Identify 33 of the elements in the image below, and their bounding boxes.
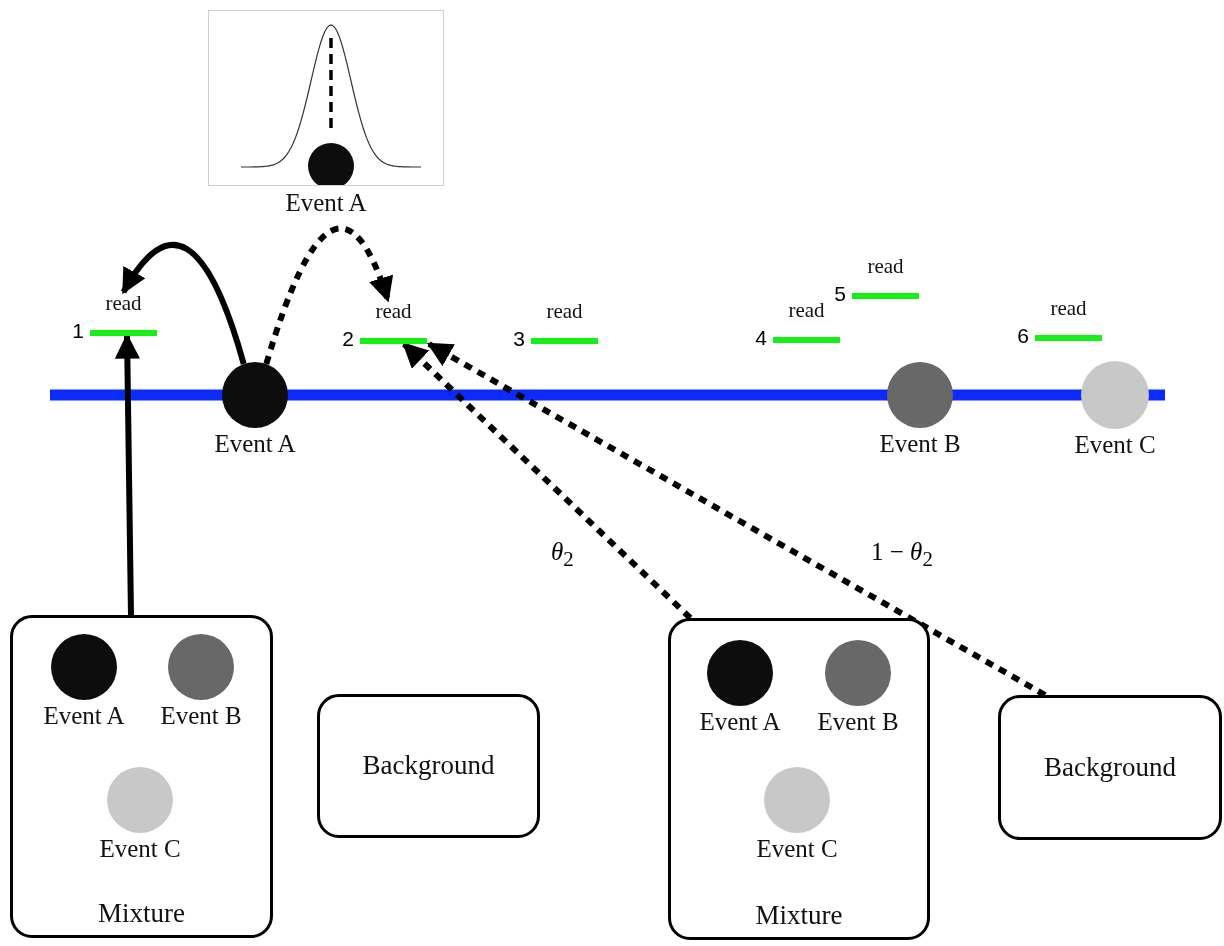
- event-label: Event C: [756, 835, 838, 863]
- box-title: Mixture: [98, 899, 185, 929]
- arrow: [120, 242, 247, 365]
- arrow: [263, 225, 393, 365]
- read-number: 5: [834, 281, 846, 305]
- read-label: read: [788, 299, 825, 323]
- event-label: Event B: [879, 430, 961, 458]
- read-label: read: [546, 300, 583, 324]
- box-label: Background: [362, 751, 495, 781]
- event-label: Event A: [285, 189, 367, 217]
- read-label: read: [1050, 297, 1087, 321]
- background-box: [317, 694, 540, 838]
- background-box: [998, 695, 1222, 840]
- event-label: Event A: [699, 708, 781, 736]
- event-label: Event C: [1074, 431, 1156, 459]
- arrow: [114, 333, 140, 616]
- read-number: 4: [755, 325, 767, 349]
- mixture-box: [10, 615, 273, 938]
- read-number: 1: [72, 318, 84, 342]
- read-number: 6: [1017, 323, 1029, 347]
- event-label: Event A: [43, 702, 125, 730]
- read-number: 3: [513, 326, 525, 350]
- event-label: Event B: [817, 708, 899, 736]
- event-label: Event A: [214, 430, 296, 458]
- mixture-box: [668, 618, 930, 940]
- event-label: Event C: [99, 835, 181, 863]
- read-label: read: [867, 255, 904, 279]
- read-label: read: [105, 292, 142, 316]
- box-label: Background: [1044, 752, 1176, 783]
- read-label: read: [375, 300, 412, 324]
- box-title: Mixture: [755, 901, 843, 931]
- event-label: Event B: [160, 702, 242, 730]
- read-number: 2: [342, 326, 354, 350]
